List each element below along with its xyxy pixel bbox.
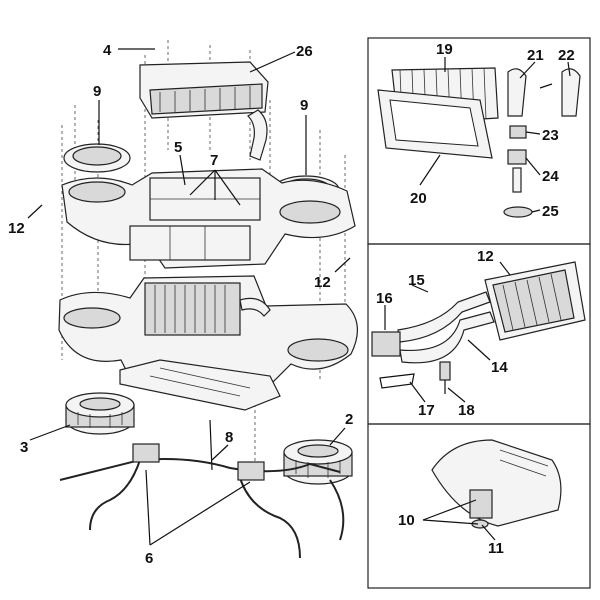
- callout-14: 14: [491, 359, 508, 376]
- inset-frame-drain: [367, 423, 591, 589]
- callout-5: 5: [174, 139, 182, 156]
- callout-9-left: 9: [93, 83, 101, 100]
- callout-23: 23: [542, 127, 559, 144]
- callout-4: 4: [103, 42, 112, 59]
- valve-assembly: [503, 125, 533, 218]
- bottom-tray: [119, 359, 281, 411]
- callout-21: 21: [527, 47, 544, 64]
- leader-lines: [27, 48, 571, 546]
- wiring-harness: [59, 419, 345, 559]
- drain-detail: [431, 439, 562, 529]
- lower-housing: [58, 275, 358, 385]
- callout-10: 10: [398, 512, 415, 529]
- callout-11: 11: [488, 540, 504, 557]
- callout-15: 15: [408, 272, 425, 289]
- heater-core: [484, 261, 586, 341]
- heater-core-tubes: [371, 291, 495, 394]
- callout-6: 6: [145, 550, 153, 567]
- callout-20: 20: [410, 190, 427, 207]
- upper-evaporator-case: [139, 61, 269, 161]
- blower-motor-right: [283, 439, 353, 485]
- callout-8: 8: [225, 429, 233, 446]
- callout-16: 16: [376, 290, 393, 307]
- expansion-valve-tubes: [507, 68, 581, 117]
- callout-17: 17: [418, 402, 435, 419]
- callout-12-mid: 12: [314, 274, 331, 291]
- callout-25: 25: [542, 203, 559, 220]
- evaporator-seal-frame: [377, 89, 493, 159]
- callout-12-left: 12: [8, 220, 25, 237]
- callout-24: 24: [542, 168, 559, 185]
- callout-19: 19: [436, 41, 453, 58]
- callout-7: 7: [210, 152, 218, 169]
- callout-labels: 4 26 9 9 5 7 12 12 3 2 8 6 19 20 21 22 2…: [8, 41, 575, 567]
- callout-22: 22: [558, 47, 575, 64]
- upper-housing: [61, 168, 356, 269]
- blower-motor-left: [65, 392, 135, 435]
- callout-18: 18: [458, 402, 475, 419]
- blower-ring-left: [63, 143, 131, 173]
- callout-3: 3: [20, 439, 28, 456]
- callout-12-inset: 12: [477, 248, 494, 265]
- callout-26: 26: [296, 43, 313, 60]
- callout-9-right: 9: [300, 97, 308, 114]
- callout-2: 2: [345, 411, 353, 428]
